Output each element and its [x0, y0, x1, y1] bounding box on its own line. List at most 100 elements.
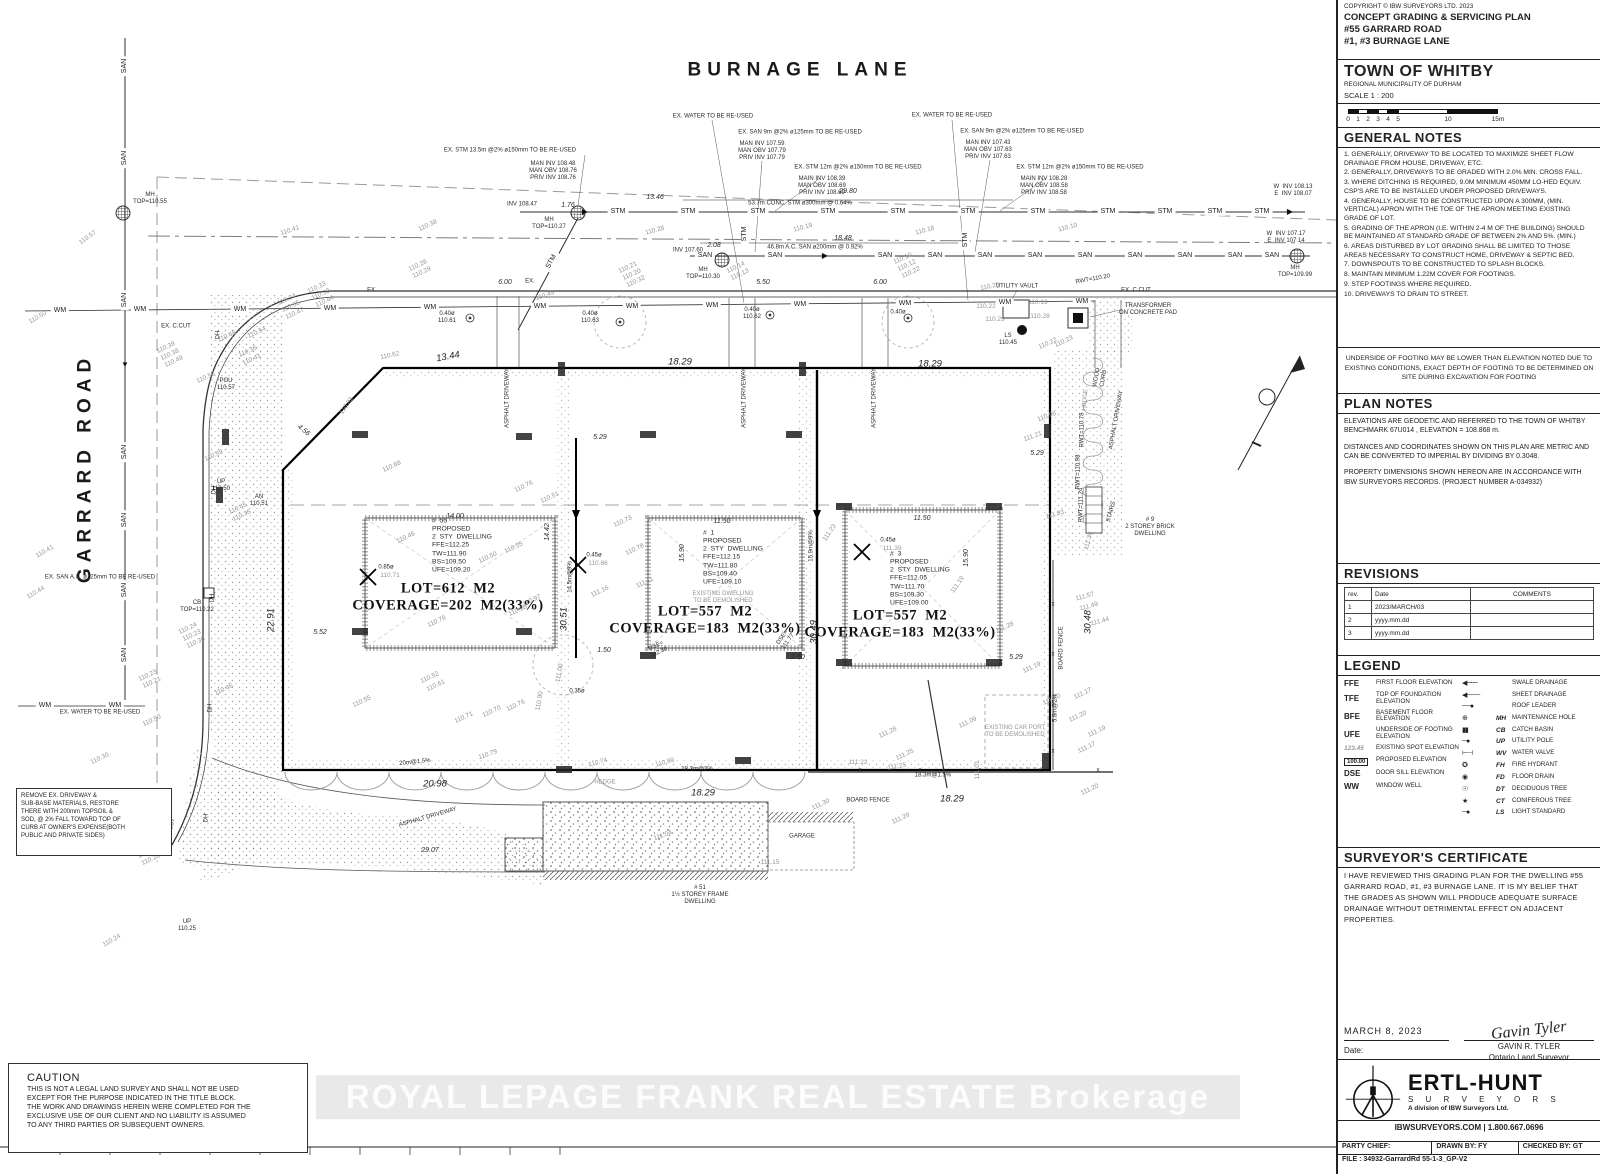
plan-label: ASPHALT DRIVEWAY	[741, 368, 748, 428]
plan-label: MAIN INV 108.28 MAN OBV 108.58 PRIV INV …	[1020, 176, 1068, 197]
swale-icon: ◀ ╌╌╌	[1462, 680, 1478, 687]
plan-label: MH TOP=110.27	[532, 216, 566, 230]
caution-box: CAUTION THIS IS NOT A LEGAL LAND SURVEY …	[8, 1063, 308, 1153]
plan-label: 110.50	[27, 309, 48, 326]
plan-label: WM	[420, 303, 440, 313]
up-icon: ─●	[1462, 738, 1470, 745]
plan-label: MAIN INV 108.39 MAN OBV 108.69 PRIV INV …	[798, 176, 846, 197]
plan-label: 110.54	[246, 325, 268, 340]
plan-label: 29.80	[839, 187, 857, 195]
plan-label: 11.50	[913, 514, 931, 522]
plan-label: 29.07	[421, 846, 439, 854]
revisions-header: REVISIONS	[1338, 564, 1600, 584]
copyright-line: COPYRIGHT © IBW SURVEYORS LTD. 2023	[1344, 3, 1474, 10]
trees	[359, 295, 935, 696]
general-notes-header: GENERAL NOTES	[1338, 128, 1600, 148]
plan-label: # 1 PROPOSED 2 STY DWELLING FFE=112.15 T…	[703, 529, 763, 586]
plan-label: WM	[995, 298, 1015, 308]
utility-structures	[115, 205, 1305, 599]
general-note-item: 5. GRADING OF THE APRON (I.E. WITHIN 2-4…	[1344, 224, 1585, 241]
plan-label: 110.38	[417, 218, 439, 233]
north-arrow-icon	[1237, 355, 1305, 471]
file-cell: FILE : 34932-GarrardRd 55-1-3_GP-V2	[1342, 1156, 1468, 1163]
plan-note-paragraph: ELEVATIONS ARE GEODETIC AND REFERRED TO …	[1344, 418, 1586, 435]
plan-label: 110.10	[1057, 221, 1079, 234]
scale-tick: 3	[1376, 116, 1380, 123]
plan-label: 110.55	[503, 540, 525, 555]
logo-contact: IBWSURVEYORS.COM | 1.800.667.0696	[1338, 1120, 1600, 1134]
plan-label: SAN	[120, 55, 130, 77]
general-note-item: 1. GENERALLY, DRIVEWAY TO BE LOCATED TO …	[1344, 151, 1574, 167]
plan-label: LOT=557 M2 COVERAGE=183 M2(33%)	[609, 603, 801, 637]
plan-label: WM	[702, 301, 722, 311]
plan-label: WM	[1072, 297, 1092, 307]
plan-label: 110.78	[624, 542, 646, 557]
plan-label: 5.52	[313, 628, 327, 636]
plan-label: 110.73	[612, 514, 634, 529]
plan-label: EX. STM 12m @2% ø150mm TO BE RE-USED	[1016, 164, 1144, 171]
plan-label: ASPHALT DRIVEWAY	[398, 806, 458, 829]
plan-label: 6.00	[498, 278, 512, 286]
general-notes-body: 1. GENERALLY, DRIVEWAY TO BE LOCATED TO …	[1338, 148, 1600, 348]
plan-label: 110.90	[534, 690, 545, 712]
plan-label: SAN	[694, 251, 716, 261]
plan-label: SAN	[924, 251, 946, 261]
plan-label: 111.22	[848, 759, 868, 767]
legend-symbol-row: ──●ROOF LEADER	[1462, 702, 1557, 710]
plan-label: EX. SAN A.C. ø125mm TO BE RE-USED	[44, 574, 156, 581]
plan-label: 5.29	[1030, 449, 1044, 457]
plan-label: 18.3m@2%	[681, 766, 713, 773]
certificate-header: SURVEYOR'S CERTIFICATE	[1338, 848, 1600, 868]
plan-label: 0.35ø	[569, 688, 585, 695]
plan-notes-header: PLAN NOTES	[1338, 394, 1600, 414]
plan-label: 110.46	[213, 682, 235, 697]
plan-note-paragraph: DISTANCES AND COORDINATES SHOWN ON THIS …	[1344, 443, 1590, 460]
plan-label: MAN INV 107.43 MAN OBV 107.63 PRIV INV 1…	[964, 140, 1012, 161]
plan-label: RWT=111.24	[1078, 487, 1085, 523]
plan-label: 111.28	[994, 620, 1015, 635]
plan-label: 111.17	[1076, 740, 1097, 755]
plan-label: MH TOP=109.99	[1277, 264, 1313, 278]
plan-label: 110.96	[1036, 410, 1058, 424]
plan-label: MAN INV 107.59 MAN OBV 107.79 PRIV INV 1…	[738, 141, 786, 162]
logo-name: ERTL-HUNT	[1408, 1070, 1543, 1095]
leader-lines	[577, 119, 1121, 318]
plan-label: HEDGE	[594, 779, 616, 786]
street-label-garrard-road: GARRARD ROAD	[74, 352, 96, 584]
plan-label: SAN	[1261, 251, 1283, 261]
plan-label: 22.91	[265, 608, 277, 632]
plan-label: 0.40ø 110.61	[438, 310, 456, 324]
plan-label: 110.89	[654, 756, 676, 769]
plan-label: 111.25	[894, 747, 915, 762]
certificate-body: I HAVE REVIEWED THIS GRADING PLAN FOR TH…	[1338, 868, 1600, 1060]
plan-title-line: #1, #3 BURNAGE LANE	[1344, 35, 1450, 47]
plan-label: x	[1051, 651, 1055, 658]
plan-label: ▶	[821, 251, 829, 261]
plan-label: 111.25	[887, 761, 907, 772]
plan-label: 110.59	[203, 448, 225, 463]
fh-icon: ✪	[1462, 762, 1468, 769]
plan-label: 1.76	[561, 201, 575, 209]
revisions-col-header: rev.	[1344, 587, 1372, 601]
plan-label: UP 110.25	[178, 918, 196, 932]
wv-icon: ⊢⊣	[1462, 750, 1473, 757]
plan-label: 1.50	[597, 646, 611, 654]
plan-label: 110.57	[77, 229, 98, 247]
plan-label: AN 110.51	[250, 493, 268, 507]
plan-label: STM	[961, 229, 971, 251]
plan-label: RWT=110.98	[1075, 454, 1082, 490]
plan-label: SAN	[1174, 251, 1196, 261]
surveyor-name-block: GAVIN R. TYLER Ontario Land Surveyor	[1464, 1042, 1594, 1059]
plan-label: 18.3m@1.5%	[914, 772, 952, 779]
plan-label: WM	[320, 304, 340, 314]
scale-bar-segment	[1448, 109, 1498, 114]
plan-notes-body: ELEVATIONS ARE GEODETIC AND REFERRED TO …	[1338, 414, 1600, 564]
plan-label: 0.40ø 110.63	[581, 310, 599, 324]
